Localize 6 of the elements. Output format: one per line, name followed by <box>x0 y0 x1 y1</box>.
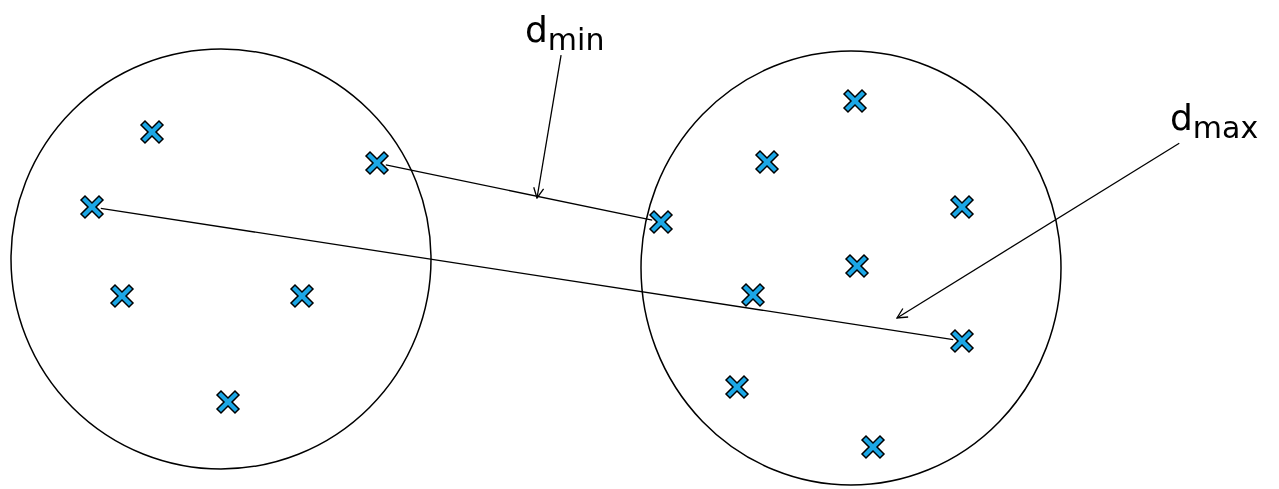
leader-arrow <box>896 142 1180 319</box>
distance-line <box>385 164 653 221</box>
leader-arrow <box>533 54 562 199</box>
distance-label: d$_{max}$ <box>1170 100 1259 144</box>
distance-label: d$_{min}$ <box>525 12 605 56</box>
distance-line <box>100 207 954 341</box>
